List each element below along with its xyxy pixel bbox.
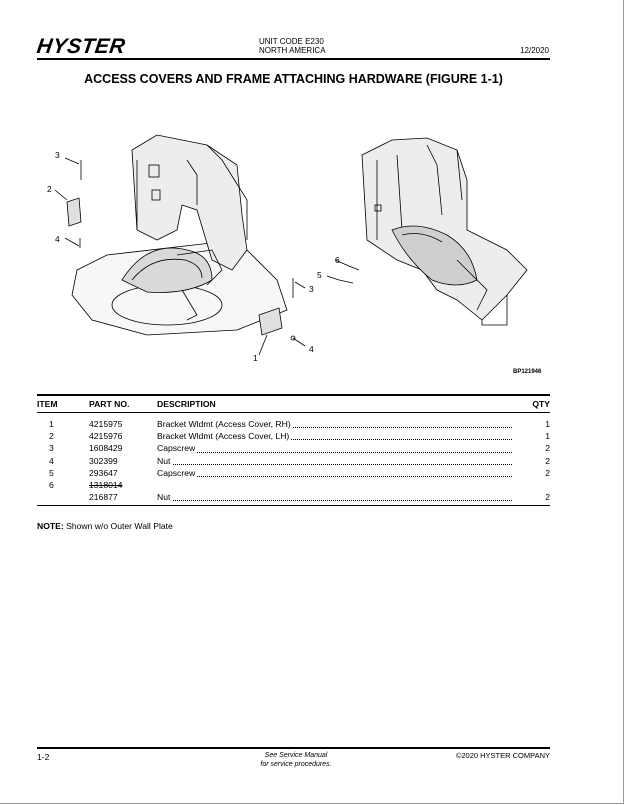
row-item: 3	[49, 443, 54, 454]
footer-service-note: See Service Manual for service procedure…	[241, 751, 351, 769]
row-qty: 2	[545, 443, 550, 454]
callout-3-left: 3	[55, 150, 60, 160]
row-part: 216877	[89, 492, 118, 503]
header-qty: QTY	[520, 394, 550, 413]
table-row: 1 4215975 Bracket Wldmt (Access Cover, R…	[37, 419, 550, 431]
row-part: 293647	[89, 467, 118, 478]
row-part-superseded: 1318014	[89, 479, 123, 490]
row-part: 302399	[89, 455, 118, 466]
header-part-no: PART NO.	[89, 394, 157, 413]
row-description-cell: Nut	[157, 455, 520, 468]
row-description	[157, 480, 520, 492]
row-description: Capscrew	[157, 467, 198, 478]
parts-table: ITEM PART NO. DESCRIPTION QTY 1 4215975 …	[37, 394, 550, 504]
table-row: 3 1608429 Capscrew 2	[37, 443, 550, 455]
header-description: DESCRIPTION	[157, 394, 520, 413]
row-item	[37, 492, 89, 504]
note-text: Shown w/o Outer Wall Plate	[66, 521, 173, 531]
unit-code: UNIT CODE E230	[259, 37, 324, 46]
footer-line-1: See Service Manual	[264, 752, 328, 759]
copyright: ©2020 HYSTER COMPANY	[455, 751, 550, 760]
callout-3-right: 3	[309, 284, 314, 294]
row-description: Bracket Wldmt (Access Cover, LH)	[157, 431, 292, 442]
callout-6: 6	[335, 255, 340, 265]
note-label: NOTE:	[37, 521, 64, 531]
row-qty: 2	[545, 492, 550, 503]
callout-4-left: 4	[55, 234, 60, 244]
row-qty	[520, 480, 550, 492]
table-row: 4 302399 Nut 2	[37, 455, 550, 468]
table-row: 2 4215976 Bracket Wldmt (Access Cover, L…	[37, 431, 550, 443]
row-item: 5	[49, 467, 54, 478]
table-row: 216877 Nut 2	[37, 492, 550, 504]
header-item: ITEM	[37, 394, 89, 413]
header-unit-info: UNIT CODE E230 NORTH AMERICA	[259, 37, 326, 55]
row-description: Nut	[157, 455, 173, 466]
row-description-cell: Bracket Wldmt (Access Cover, RH)	[157, 419, 520, 431]
row-qty: 2	[545, 467, 550, 478]
callout-4-right: 4	[309, 344, 314, 354]
frame-diagram: 3 2 4 3 1 4 6 5	[47, 134, 528, 363]
row-item: 4	[49, 455, 54, 466]
row-description: Nut	[157, 492, 173, 503]
table-row: 5 293647 Capscrew 2	[37, 467, 550, 480]
row-description: Capscrew	[157, 443, 198, 454]
table-row: 6 1318014	[37, 480, 550, 492]
hyster-logo: HYSTER	[35, 35, 127, 58]
row-part: 4215975	[89, 419, 123, 429]
footer-rule	[37, 747, 550, 749]
row-qty: 1	[545, 431, 550, 442]
row-description-cell: Capscrew	[157, 443, 520, 455]
row-item: 6	[49, 479, 54, 490]
row-description-cell: Capscrew	[157, 467, 520, 480]
table-bottom-rule	[37, 505, 550, 506]
page-title: ACCESS COVERS AND FRAME ATTACHING HARDWA…	[84, 72, 503, 86]
page-number: 1-2	[37, 752, 50, 762]
header-rule	[37, 58, 550, 60]
row-description-cell: Bracket Wldmt (Access Cover, LH)	[157, 431, 520, 443]
figure-id: BP121946	[513, 369, 542, 375]
row-qty: 2	[545, 455, 550, 466]
row-qty: 1	[545, 419, 550, 429]
row-item: 1	[49, 419, 54, 429]
row-description: Bracket Wldmt (Access Cover, RH)	[157, 419, 293, 429]
footer-line-2: for service procedures.	[260, 761, 332, 768]
callout-5: 5	[317, 270, 322, 280]
region: NORTH AMERICA	[259, 46, 326, 55]
callout-1: 1	[253, 353, 258, 363]
callout-2: 2	[47, 184, 52, 194]
row-part: 1608429	[89, 443, 123, 454]
table-header-row: ITEM PART NO. DESCRIPTION QTY	[37, 394, 550, 413]
row-item: 2	[49, 431, 54, 442]
row-description-cell: Nut	[157, 492, 520, 504]
row-part: 4215976	[89, 431, 123, 442]
header-date: 12/2020	[520, 46, 549, 55]
note: NOTE: Shown w/o Outer Wall Plate	[37, 521, 173, 531]
